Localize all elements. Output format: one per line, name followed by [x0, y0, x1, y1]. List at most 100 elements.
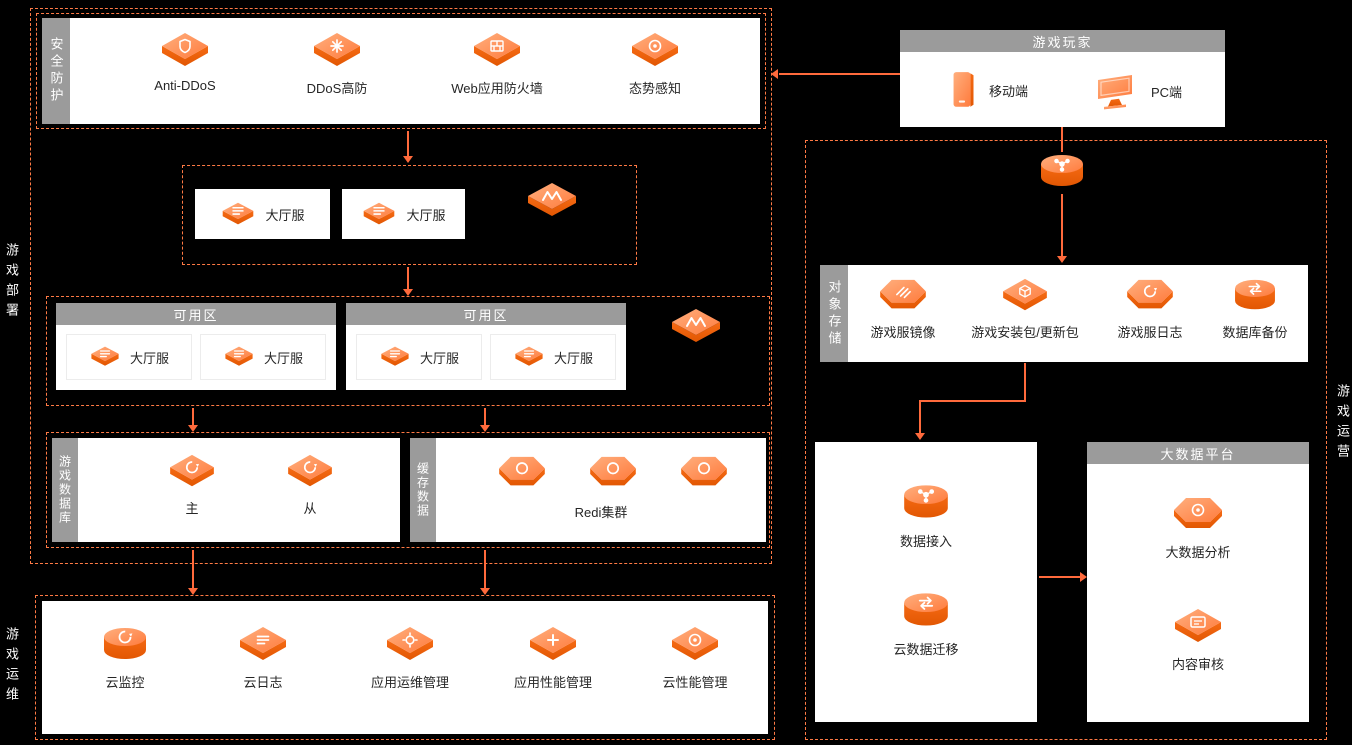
- lobby-server-label: 大厅服: [129, 350, 169, 366]
- database-tab-label: 游戏数据库: [57, 455, 72, 525]
- arrow-cdn-to-storage: [1061, 194, 1063, 256]
- lobby-server-icon: [513, 344, 545, 370]
- content-review-icon: [1172, 607, 1224, 647]
- game-log-icon: [1125, 277, 1175, 315]
- arrow-storage-to-data-v2: [919, 401, 921, 434]
- storage-item-label: 游戏服镜像: [870, 325, 936, 340]
- storage-item-label: 数据库备份: [1222, 325, 1288, 340]
- arrow-lobby-to-az-head: [403, 289, 413, 296]
- mobile-icon: [950, 69, 976, 111]
- cloud-monitor-icon: [99, 625, 151, 665]
- bigdata-panel: 大数据平台 大数据分析 内容审核: [1087, 442, 1309, 722]
- data-migration-icon: [899, 590, 953, 632]
- arrow-storage-to-data-h: [919, 400, 1026, 402]
- storage-tab: 对象存储: [820, 265, 848, 362]
- storage-item: 数据库备份: [1195, 277, 1315, 341]
- data-access-icon: [899, 482, 953, 524]
- security-item-label: Web应用防火墙: [451, 81, 543, 96]
- arrow-security-to-lobby: [407, 131, 409, 156]
- arrow-cache-to-ops: [484, 550, 486, 589]
- ops-panel: 云监控 云日志 应用运维管理 应用性能管理 云性能管理: [42, 601, 768, 734]
- database-item-label: 从: [303, 501, 317, 516]
- arrow-az-to-database-head: [188, 425, 198, 432]
- lobby-server-box: 大厅服: [356, 334, 482, 380]
- anti-ddos-shield-icon: [159, 31, 211, 71]
- waf-icon: [471, 31, 523, 71]
- data-pipeline-item-label: 数据接入: [899, 534, 952, 549]
- master-db-icon: [167, 453, 217, 491]
- cloud-log-icon: [237, 625, 289, 665]
- arrow-az-to-cache-head: [480, 425, 490, 432]
- security-item-label: 态势感知: [628, 81, 681, 96]
- az-header: 可用区: [346, 303, 626, 325]
- ops-item: 应用性能管理: [483, 625, 623, 691]
- db-backup-icon: [1230, 277, 1280, 315]
- security-item: DDoS高防: [267, 31, 407, 97]
- storage-item: 游戏服镜像: [843, 277, 963, 341]
- arrow-players-to-security: [779, 73, 900, 75]
- lobby-server-box: 大厅服: [200, 334, 326, 380]
- arrow-data-to-bigdata-head: [1080, 572, 1087, 582]
- bigdata-item: 内容审核: [1130, 607, 1266, 673]
- database-item-label: 主: [185, 501, 199, 516]
- mobile-label: 移动端: [989, 83, 1029, 99]
- zone-label-game-ops: 游戏运维: [4, 627, 19, 707]
- arrow-az-to-database: [192, 408, 194, 425]
- database-item: 从: [250, 453, 370, 517]
- lobby-zone-border: [182, 165, 637, 265]
- ops-item-label: 云日志: [243, 675, 283, 690]
- bigdata-item-label: 内容审核: [1171, 657, 1224, 672]
- redis-node-icon: [588, 454, 638, 492]
- redis-node-icon: [497, 454, 547, 492]
- cache-tab: 缓存数据: [410, 438, 436, 542]
- arrow-lobby-to-az: [407, 267, 409, 289]
- bigdata-item: 大数据分析: [1130, 495, 1266, 561]
- security-tab: 安全防护: [42, 18, 70, 124]
- arrow-cache-to-ops-head: [480, 588, 490, 595]
- situation-awareness-icon: [629, 31, 681, 71]
- arrow-security-to-lobby-head: [403, 156, 413, 163]
- lobby-server-icon: [379, 344, 411, 370]
- database-tab: 游戏数据库: [52, 438, 78, 542]
- arrow-storage-to-data-head: [915, 433, 925, 440]
- database-panel: 主 从: [78, 438, 400, 542]
- lobby-server-box: 大厅服: [66, 334, 192, 380]
- security-panel: 安全防护 Anti-DDoS DDoS高防 Web应用防火墙 态势感知: [42, 18, 760, 124]
- lobby-server-label: 大厅服: [265, 207, 305, 223]
- arrow-cdn-to-storage-head: [1057, 256, 1067, 263]
- security-item: Anti-DDoS: [115, 31, 255, 93]
- ops-zone-border: [35, 595, 775, 740]
- ops-item-label: 云性能管理: [662, 675, 728, 690]
- load-balancer-icon: [668, 306, 724, 348]
- app-performance-icon: [527, 625, 579, 665]
- security-item: 态势感知: [585, 31, 725, 97]
- az-zone-border: [46, 296, 770, 406]
- lobby-server-icon: [361, 200, 397, 229]
- players-header: 游戏玩家: [900, 30, 1225, 52]
- availability-zone-1: 可用区 大厅服 大厅服: [56, 303, 336, 390]
- lobby-server-label: 大厅服: [406, 207, 446, 223]
- storage-tab-label: 对象存储: [826, 279, 842, 348]
- deploy-zone-border: [30, 8, 772, 564]
- arrow-storage-to-data-v1: [1024, 363, 1026, 401]
- storage-item: 游戏安装包/更新包: [950, 277, 1100, 341]
- lobby-server-icon: [223, 344, 255, 370]
- bigdata-header: 大数据平台: [1087, 442, 1309, 464]
- storage-item: 游戏服日志: [1090, 277, 1210, 341]
- pc-icon: [1092, 72, 1138, 110]
- app-ops-management-icon: [384, 625, 436, 665]
- line-players-to-cdn: [1061, 127, 1063, 152]
- lobby-server-icon: [89, 344, 121, 370]
- bigdata-item-label: 大数据分析: [1165, 545, 1231, 560]
- security-item-label: DDoS高防: [306, 81, 368, 96]
- players-panel: 游戏玩家 移动端 PC端: [900, 30, 1225, 127]
- data-pipeline-panel: 数据接入 云数据迁移: [815, 442, 1037, 722]
- mobile-item: 移动端: [950, 66, 1028, 114]
- redis-node-icon: [679, 454, 729, 492]
- install-package-icon: [1000, 277, 1050, 315]
- availability-zone-2: 可用区 大厅服 大厅服: [346, 303, 626, 390]
- lobby-server-icon: [220, 200, 256, 229]
- security-tab-label: 安全防护: [48, 37, 64, 105]
- arrow-players-to-security-head: [771, 69, 778, 79]
